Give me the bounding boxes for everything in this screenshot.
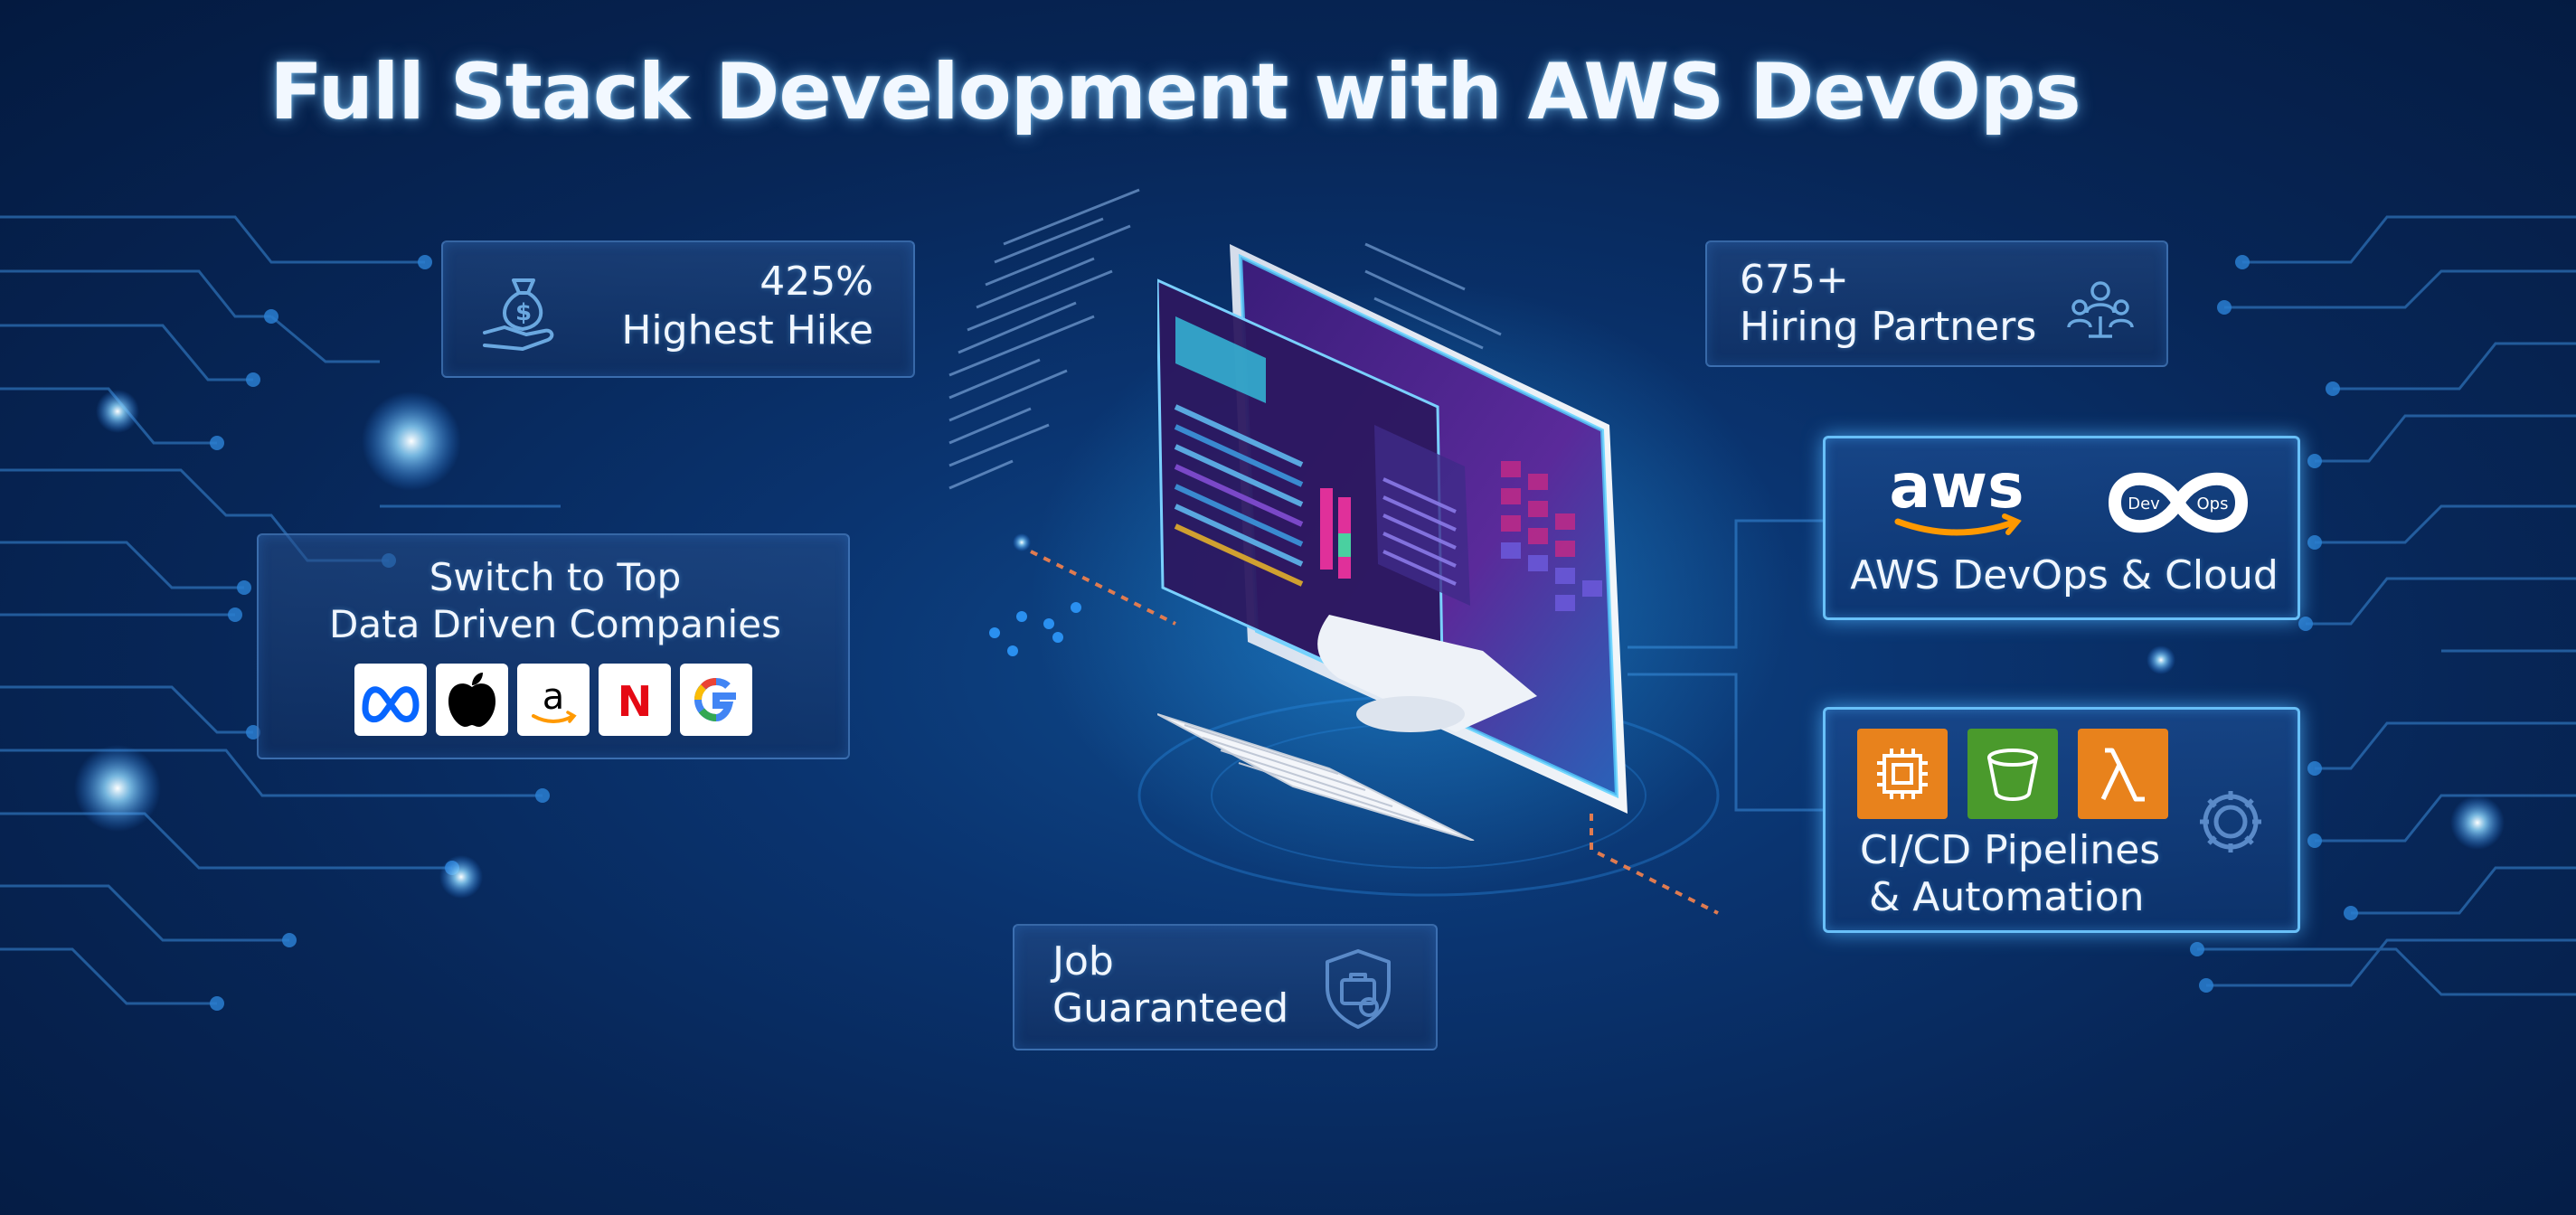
netflix-letter: N <box>618 677 653 726</box>
cicd-line1: CI/CD Pipelines <box>1860 827 2161 873</box>
job-guaranteed-line1: Job <box>1052 938 1114 984</box>
money-bag-hand-icon: $ <box>483 278 554 351</box>
google-icon <box>694 677 736 722</box>
top-companies-line2: Data Driven Companies <box>329 602 781 646</box>
aws-logo: aws <box>1889 453 2024 536</box>
hiring-partners-value: 675+ <box>1740 257 1849 303</box>
google-logo <box>680 664 752 736</box>
shield-briefcase-icon <box>1326 949 1391 1029</box>
devops-dev-label: Dev <box>2128 494 2160 513</box>
highest-hike-value: 425% <box>760 259 873 305</box>
meta-logo <box>354 664 427 736</box>
page-title: Full Stack Development with AWS DevOps <box>269 47 2081 137</box>
hiring-partners-card: 675+ Hiring Partners <box>1705 240 2168 367</box>
top-companies-line1: Switch to Top <box>429 555 682 599</box>
devops-infinity-icon: Dev Ops <box>2108 472 2249 533</box>
ec2-icon <box>1857 729 1948 819</box>
aws-logo-text: aws <box>1889 453 2024 523</box>
gear-icon <box>2200 791 2261 852</box>
aws-devops-card: aws Dev Ops AWS DevOps & Cloud <box>1823 436 2300 620</box>
highest-hike-label: Highest Hike <box>621 307 873 353</box>
devops-ops-label: Ops <box>2197 494 2229 513</box>
apple-icon <box>448 673 495 727</box>
job-guaranteed-line2: Guaranteed <box>1052 985 1289 1031</box>
amazon-logo: a <box>517 664 590 736</box>
highest-hike-card: $ 425% Highest Hike <box>441 240 915 378</box>
aws-devops-label: AWS DevOps & Cloud <box>1850 552 2279 598</box>
team-network-icon <box>2067 281 2134 338</box>
svg-text:a: a <box>543 676 565 718</box>
amazon-icon: a <box>532 676 577 723</box>
meta-icon <box>362 686 420 723</box>
lambda-icon <box>2078 729 2168 819</box>
computer-illustration <box>1157 244 1628 841</box>
netflix-logo: N <box>599 664 671 736</box>
cicd-line2: & Automation <box>1869 874 2145 920</box>
svg-text:$: $ <box>515 299 532 326</box>
apple-logo <box>436 664 508 736</box>
s3-bucket-icon <box>1967 729 2058 819</box>
job-guaranteed-card: Job Guaranteed <box>1013 924 1438 1050</box>
hiring-partners-label: Hiring Partners <box>1740 304 2037 350</box>
netflix-icon: N <box>618 677 653 726</box>
